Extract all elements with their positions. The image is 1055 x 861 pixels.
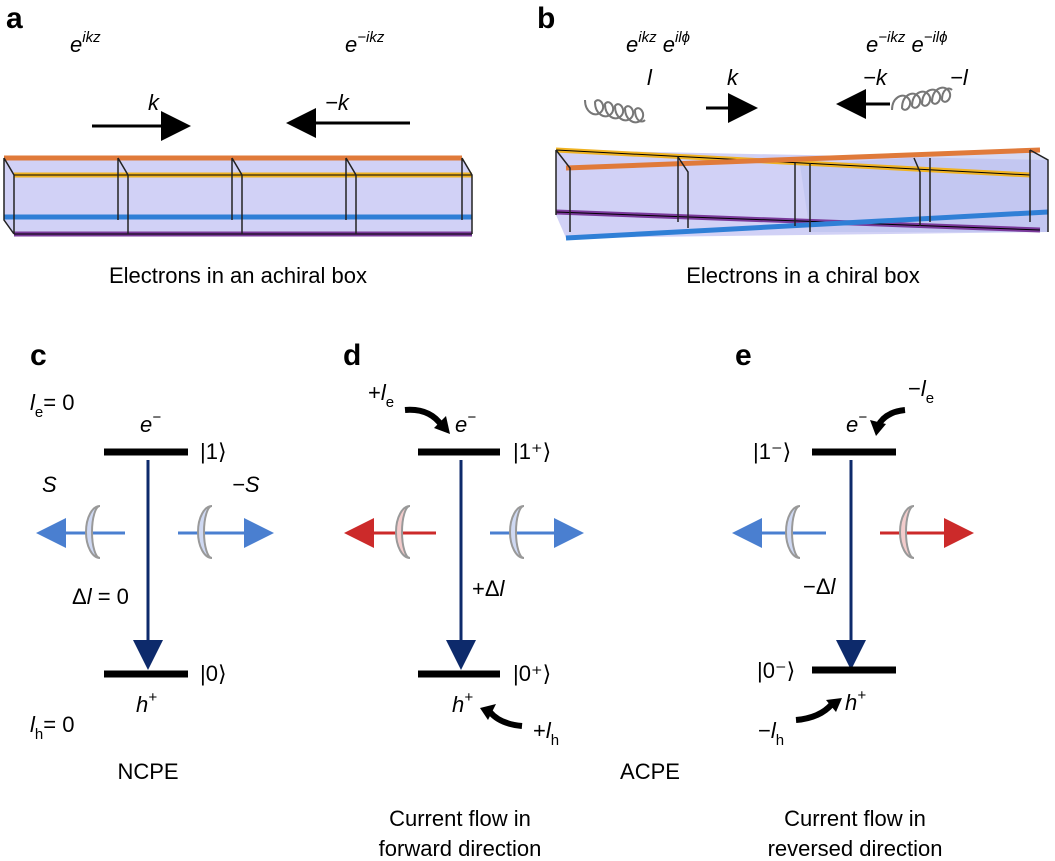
electron-label-d: e− xyxy=(455,409,476,437)
hole-label-c: h+ xyxy=(136,689,157,717)
caption-d-line2: forward direction xyxy=(379,836,542,861)
lh-label-c: lh= 0 xyxy=(30,712,74,743)
panel-e-letter: e xyxy=(735,339,752,372)
spin-cone-right-d xyxy=(509,505,525,559)
upper-state-e: |1⁻⟩ xyxy=(753,439,791,464)
hole-label-e: h+ xyxy=(845,687,866,715)
panel-c: c le= 0 e− |1⟩ S −S Δl = 0 |0⟩ h+ lh= 0 … xyxy=(30,339,274,784)
upper-state-d: |1⁺⟩ xyxy=(513,439,551,464)
wave-left-label: e−ikz xyxy=(345,29,385,57)
panel-b: b eikz eilϕ e−ikz e−ilϕ l k −k −l xyxy=(537,2,1049,288)
panel-d: d +le e− |1⁺⟩ +Δl |0⁺⟩ h+ +lh Current fl… xyxy=(343,339,584,861)
electron-label-c: e− xyxy=(140,409,161,437)
le-label-d: +le xyxy=(368,380,394,411)
caption-d-line1: Current flow in xyxy=(389,806,531,831)
delta-label-d: +Δl xyxy=(472,576,506,601)
minus-k-label-a: −k xyxy=(325,90,350,115)
k-label-b: k xyxy=(727,65,739,90)
spin-cone-left-d xyxy=(395,505,411,559)
minus-k-label-b: −k xyxy=(863,65,888,90)
panel-b-letter: b xyxy=(537,2,555,35)
spin-cone-right-c xyxy=(197,505,213,559)
caption-e-line2: reversed direction xyxy=(768,836,943,861)
delta-label-c: Δl = 0 xyxy=(72,584,129,609)
chiral-box xyxy=(555,147,1049,241)
le-label-e: −le xyxy=(908,376,934,407)
spin-cone-left-c xyxy=(85,505,101,559)
spin-right-label: −S xyxy=(232,472,260,497)
le-curved-arrow-d xyxy=(404,406,445,428)
helix-right xyxy=(584,99,646,124)
hole-label-d: h+ xyxy=(452,689,473,717)
spin-cone-left-e xyxy=(785,505,801,559)
panel-d-letter: d xyxy=(343,339,361,372)
caption-c: NCPE xyxy=(117,759,178,784)
acpe-label: ACPE xyxy=(620,759,680,784)
lh-label-e: −lh xyxy=(758,718,784,749)
lower-state-e: |0⁻⟩ xyxy=(757,658,795,683)
spin-cone-right-e xyxy=(899,505,915,559)
lower-state-d: |0⁺⟩ xyxy=(513,661,551,686)
k-label-a: k xyxy=(148,90,160,115)
panel-a-letter: a xyxy=(6,2,23,35)
panel-c-letter: c xyxy=(30,339,47,372)
wave-left-label-b: e−ikz e−ilϕ xyxy=(866,29,947,57)
panel-a: a eikz e−ikz k −k Electrons in an achira… xyxy=(3,2,473,288)
panel-e: e −le e− |1⁻⟩ −Δl |0⁻⟩ h+ −lh Current fl… xyxy=(732,339,974,861)
wave-right-label-b: eikz eilϕ xyxy=(626,29,690,57)
caption-b: Electrons in a chiral box xyxy=(686,263,920,288)
wave-right-label: eikz xyxy=(70,29,101,57)
spin-left-label: S xyxy=(42,472,57,497)
electron-label-e: e− xyxy=(846,409,867,437)
le-label-c: le= 0 xyxy=(30,390,74,421)
helix-left xyxy=(891,86,953,111)
achiral-box xyxy=(3,155,473,237)
lower-state-c: |0⟩ xyxy=(200,661,227,686)
lh-curved-arrow-d xyxy=(487,709,523,729)
caption-a: Electrons in an achiral box xyxy=(109,263,367,288)
delta-label-e: −Δl xyxy=(803,574,837,599)
caption-e-line1: Current flow in xyxy=(784,806,926,831)
lh-label-d: +lh xyxy=(533,718,559,749)
lh-curved-arrow-e xyxy=(795,701,835,723)
helix-right-label: l xyxy=(647,65,653,90)
helix-left-label: −l xyxy=(950,65,969,90)
upper-state-c: |1⟩ xyxy=(200,439,227,464)
